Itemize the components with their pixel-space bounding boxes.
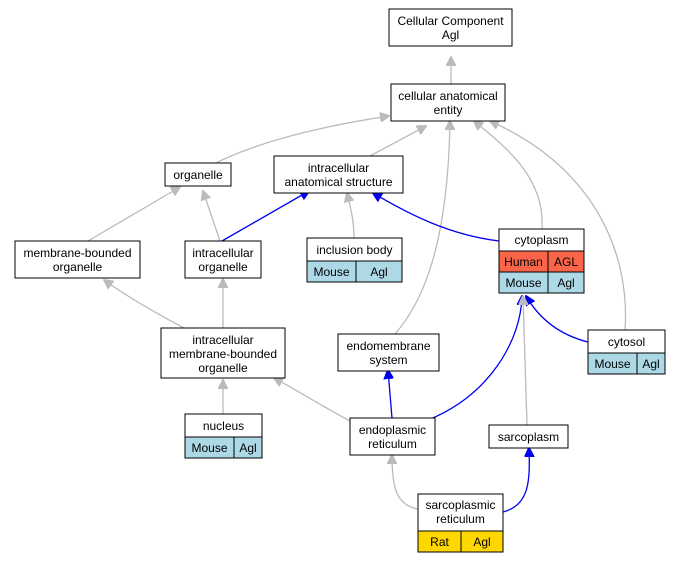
- node-label-line2: system: [369, 353, 407, 367]
- edge-sr-to-sarcoplasm: [502, 448, 529, 513]
- node-label: organelle: [173, 168, 223, 182]
- node-label: cytoplasm: [514, 233, 568, 247]
- edge-inclusion-to-ias: [347, 193, 355, 239]
- edge-sr-to-er: [392, 455, 419, 510]
- node-endomembrane-system[interactable]: endomembrane system: [337, 333, 440, 372]
- node-label: nucleus: [203, 419, 244, 433]
- node-label-line1: membrane-bounded: [23, 246, 131, 260]
- node-label-line2: Agl: [442, 28, 459, 42]
- node-organelle[interactable]: organelle: [164, 162, 232, 187]
- mouse-cell: Mouse: [587, 352, 638, 375]
- svg-text:Agl: Agl: [642, 357, 659, 371]
- node-label-line1: intracellular: [192, 333, 253, 347]
- rat-cell: Rat: [417, 530, 462, 553]
- svg-text:Rat: Rat: [430, 535, 449, 549]
- node-endoplasmic-reticulum[interactable]: endoplasmic reticulum: [349, 417, 436, 456]
- node-inclusion-body[interactable]: inclusion body Mouse Agl: [306, 237, 403, 283]
- edge-ias-to-cae: [369, 126, 426, 157]
- mouse-cell: Mouse: [498, 271, 549, 294]
- gene-cell: Agl: [636, 352, 666, 375]
- mouse-gene-cell: Agl: [547, 271, 585, 294]
- svg-text:Mouse: Mouse: [191, 441, 227, 455]
- node-label-line3: organelle: [198, 361, 248, 375]
- edges: [87, 57, 627, 513]
- node-label-line1: cellular anatomical: [398, 89, 497, 103]
- node-label: inclusion body: [316, 243, 392, 257]
- gene-cell: Agl: [355, 260, 403, 283]
- svg-text:Mouse: Mouse: [505, 276, 541, 290]
- human-gene-cell: AGL: [547, 250, 585, 273]
- mouse-cell: Mouse: [184, 436, 235, 459]
- edge-io-to-ias: [221, 191, 309, 242]
- node-cellular-anatomical-entity[interactable]: cellular anatomical entity: [390, 83, 506, 122]
- node-cytosol[interactable]: cytosol Mouse Agl: [587, 329, 666, 375]
- node-label-line2: entity: [434, 103, 463, 117]
- node-intracellular-membrane-bounded-organelle[interactable]: intracellular membrane-bounded organelle: [160, 327, 286, 379]
- svg-text:Agl: Agl: [370, 265, 387, 279]
- node-label-line1: intracellular: [308, 161, 369, 175]
- node-label-line1: endomembrane: [346, 339, 430, 353]
- node-sarcoplasm[interactable]: sarcoplasm: [488, 424, 569, 449]
- edge-er-to-cytoplasm: [427, 296, 522, 421]
- edge-organelle-to-cae: [211, 116, 389, 166]
- node-label-line2: reticulum: [436, 512, 485, 526]
- edge-cytosol-to-cytoplasm: [526, 296, 589, 343]
- node-label-line2: membrane-bounded: [169, 347, 277, 361]
- node-label: cytosol: [608, 335, 645, 349]
- node-membrane-bounded-organelle[interactable]: membrane-bounded organelle: [14, 240, 141, 279]
- edge-imbo-to-mbo: [104, 280, 185, 329]
- mouse-cell: Mouse: [306, 260, 357, 283]
- edge-sarcoplasm-to-cytoplasm: [523, 296, 527, 426]
- node-intracellular-anatomical-structure[interactable]: intracellular anatomical structure: [273, 155, 404, 194]
- node-label-line2: organelle: [53, 260, 103, 274]
- svg-text:Mouse: Mouse: [313, 265, 349, 279]
- node-label-line2: organelle: [198, 260, 248, 274]
- svg-text:Agl: Agl: [557, 276, 574, 290]
- node-intracellular-organelle[interactable]: intracellular organelle: [184, 240, 262, 279]
- gene-cell: Agl: [233, 436, 263, 459]
- edge-er-to-imbo: [274, 378, 351, 422]
- edge-cytosol-to-cae: [490, 121, 627, 331]
- svg-text:Human: Human: [504, 255, 543, 269]
- node-label-line2: anatomical structure: [284, 175, 392, 189]
- svg-text:AGL: AGL: [554, 255, 578, 269]
- node-label-line1: Cellular Component: [397, 14, 504, 28]
- edge-er-to-endomembrane: [388, 370, 392, 419]
- node-sarcoplasmic-reticulum[interactable]: sarcoplasmic reticulum Rat Agl: [417, 493, 504, 553]
- node-label-line2: reticulum: [368, 437, 417, 451]
- node-label-line1: intracellular: [192, 246, 253, 260]
- node-label: sarcoplasm: [498, 430, 559, 444]
- human-cell: Human: [498, 250, 549, 273]
- edge-endomembrane-to-cae: [394, 121, 450, 335]
- node-nucleus[interactable]: nucleus Mouse Agl: [184, 413, 263, 459]
- svg-text:Agl: Agl: [473, 535, 490, 549]
- edge-io-to-organelle: [203, 191, 221, 242]
- node-cellular-component[interactable]: Cellular Component Agl: [388, 8, 513, 47]
- node-label-line1: endoplasmic: [359, 423, 426, 437]
- edge-mbo-to-organelle: [87, 187, 180, 242]
- svg-text:Mouse: Mouse: [594, 357, 630, 371]
- edge-cytoplasm-to-cae: [474, 121, 543, 230]
- node-cytoplasm[interactable]: cytoplasm Human AGL Mouse Agl: [498, 228, 585, 294]
- gene-cell: Agl: [460, 530, 504, 553]
- svg-text:Agl: Agl: [239, 441, 256, 455]
- edge-cytoplasm-to-ias: [373, 193, 500, 242]
- node-label-line1: sarcoplasmic: [425, 498, 495, 512]
